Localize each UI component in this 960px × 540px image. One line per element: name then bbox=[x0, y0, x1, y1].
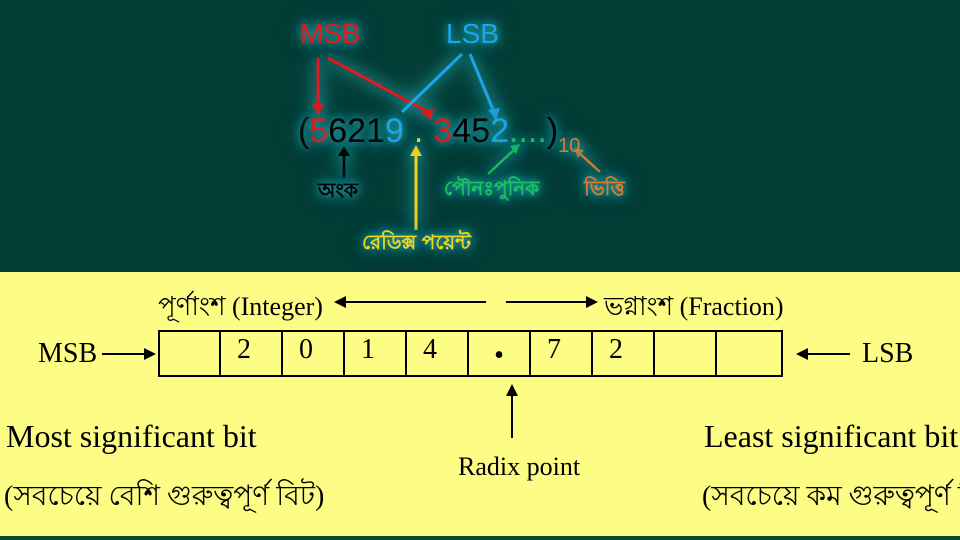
bit-cell-8 bbox=[655, 330, 717, 377]
radix-arrowhead bbox=[410, 145, 422, 156]
close-paren: ) bbox=[546, 112, 559, 150]
open-paren: ( bbox=[298, 112, 310, 150]
label-repeating: পৌনঃপুনিক bbox=[444, 178, 540, 200]
label-radix-point: রেডিক্স পয়েন্ট bbox=[362, 232, 471, 254]
bit-position-panel bbox=[0, 272, 960, 540]
base-arrow-line bbox=[577, 151, 601, 173]
top-connectors bbox=[312, 52, 601, 230]
repeat-arrowhead bbox=[510, 144, 520, 154]
lsb-description: Least significant bit bbox=[704, 418, 959, 454]
lsb-label-top: LSB bbox=[446, 18, 499, 49]
lsb-line-to-9 bbox=[400, 52, 464, 114]
bit-cell-7: 2 bbox=[593, 330, 655, 377]
bit-cell-4: 1 bbox=[345, 330, 407, 377]
base-arrowhead bbox=[574, 148, 584, 158]
lsb-description-bn: (সবচেয়ে কম গুরুত্বপূর্ণ বিট) bbox=[702, 481, 960, 512]
bit-cell-1 bbox=[158, 330, 221, 377]
msb-arrowhead-3 bbox=[421, 108, 433, 120]
digit-lsb: 2 bbox=[490, 112, 510, 150]
digits-int-mid: 621 bbox=[328, 112, 385, 150]
base-subscript: 10 bbox=[558, 135, 581, 157]
label-base: ভিত্তি bbox=[584, 178, 625, 200]
integer-label: পূর্ণাংশ (Integer) bbox=[158, 292, 323, 321]
msb-line-to-3 bbox=[327, 56, 429, 114]
radix-point-label: Radix point bbox=[458, 452, 581, 481]
bit-cell-6: 7 bbox=[531, 330, 593, 377]
lsb-line-to-2 bbox=[468, 53, 496, 113]
msb-description: Most significant bit bbox=[6, 418, 257, 454]
msb-description-bn: (সবচেয়ে বেশি গুরুত্বপূর্ণ বিট) bbox=[4, 481, 325, 512]
digit-msb: 5 bbox=[309, 112, 329, 150]
bit-cell-5: 4 bbox=[407, 330, 469, 377]
radix-point-top: . bbox=[413, 112, 424, 150]
msb-arrowhead-5 bbox=[312, 104, 324, 116]
number-expression: (56219.3452....)10 bbox=[298, 112, 580, 158]
fraction-label: ভগ্নাংশ (Fraction) bbox=[604, 292, 784, 321]
digit-int-last: 9 bbox=[384, 112, 404, 150]
bit-cell-radix: • bbox=[469, 330, 531, 377]
number-anatomy-panel bbox=[0, 0, 960, 272]
lsb-label-bottom: LSB bbox=[862, 338, 914, 369]
repeat-arrow-line bbox=[487, 147, 517, 175]
bit-cell-3: 0 bbox=[283, 330, 345, 377]
msb-label-bottom: MSB bbox=[38, 338, 98, 369]
msb-label-top: MSB bbox=[300, 18, 361, 49]
digit-arrowhead bbox=[338, 146, 350, 156]
repeat-dots: .... bbox=[509, 112, 547, 150]
digit-frac-first: 3 bbox=[433, 112, 453, 150]
bit-cell-2: 2 bbox=[221, 330, 283, 377]
digits-frac-mid: 45 bbox=[452, 112, 491, 150]
label-digit: অংক bbox=[318, 180, 358, 202]
bit-cell-9 bbox=[717, 330, 783, 377]
lsb-arrowhead-2 bbox=[488, 108, 500, 120]
bottom-border bbox=[0, 536, 960, 540]
